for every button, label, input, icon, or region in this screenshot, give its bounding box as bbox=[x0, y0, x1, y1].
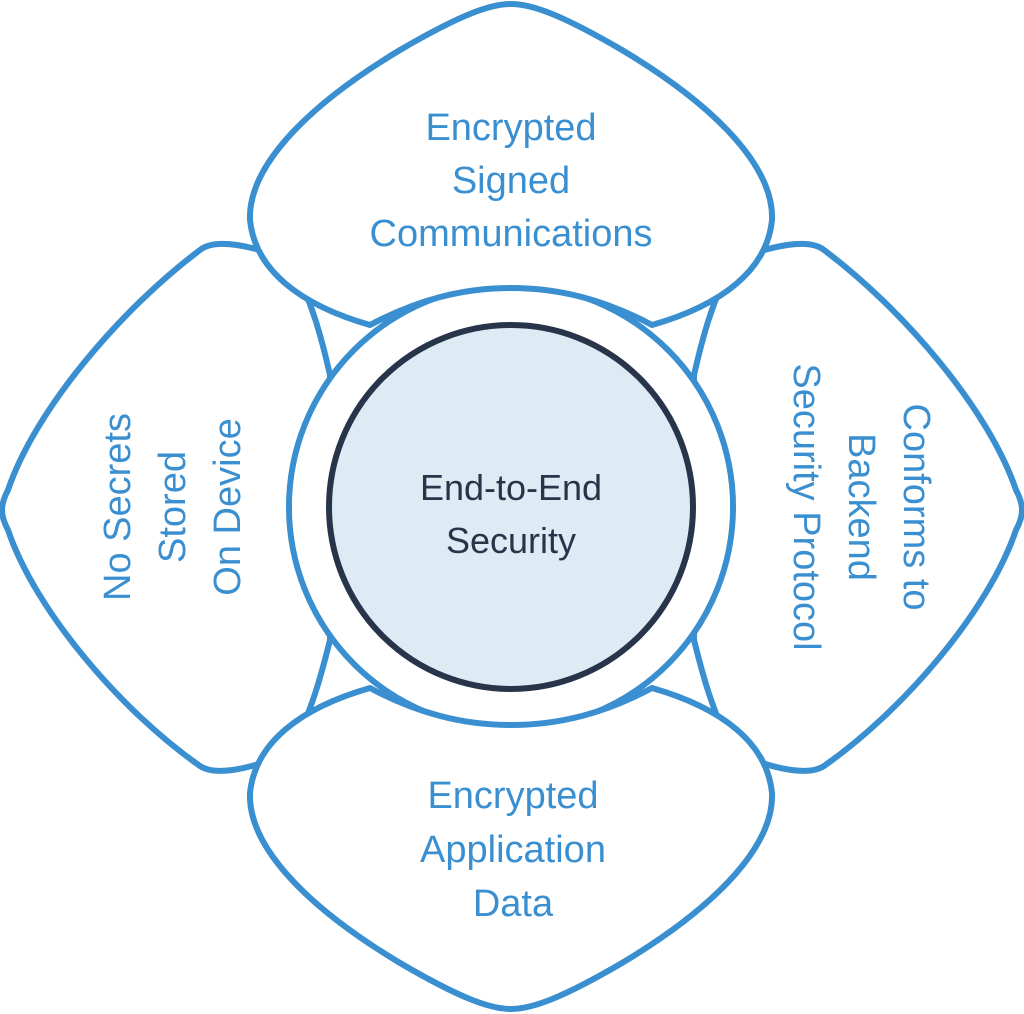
petal-top-line-2: Signed bbox=[452, 160, 570, 202]
petal-bottom-label: Encrypted Application Data bbox=[420, 775, 606, 925]
petal-bottom-line-2: Application bbox=[420, 829, 606, 871]
petal-left-line-3: On Device bbox=[207, 418, 249, 595]
petal-left-label: No Secrets Stored On Device bbox=[97, 413, 249, 601]
petal-right-label: Conforms to Backend Security Protocol bbox=[785, 363, 937, 650]
core-circle bbox=[326, 322, 696, 692]
petal-top-label: Encrypted Signed Communications bbox=[370, 107, 653, 255]
petal-bottom-line-3: Data bbox=[473, 883, 554, 925]
petal-top-line-3: Communications bbox=[370, 213, 653, 255]
petal-right-line-3: Security Protocol bbox=[785, 363, 827, 650]
petal-bottom-shape bbox=[246, 685, 776, 1012]
core-label: End-to-End Security bbox=[420, 467, 602, 561]
petal-left-line-2: Stored bbox=[152, 451, 194, 563]
petal-top-shape bbox=[246, 1, 776, 328]
core-line-1: End-to-End bbox=[420, 467, 602, 508]
petal-right-line-2: Backend bbox=[840, 433, 882, 581]
core-line-2: Security bbox=[446, 520, 576, 561]
petal-left-line-1: No Secrets bbox=[97, 413, 139, 601]
petal-bottom-line-1: Encrypted bbox=[427, 775, 598, 817]
petal-right-line-1: Conforms to bbox=[895, 404, 937, 611]
petal-top-line-1: Encrypted bbox=[425, 107, 596, 149]
